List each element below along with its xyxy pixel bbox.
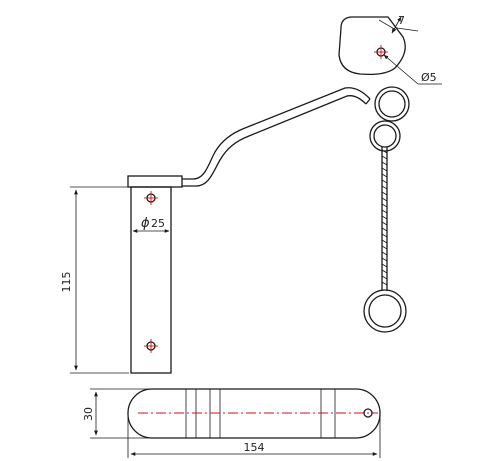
diameter-symbol: ϕ	[141, 216, 150, 231]
pin-front-view	[127, 175, 183, 374]
length-label: 154	[244, 441, 265, 454]
width-dimension: 30	[82, 388, 150, 439]
diameter-label: 25	[151, 217, 165, 230]
height-label: 115	[60, 272, 73, 293]
offset-label: 7	[398, 14, 405, 27]
cross-hole-bottom	[144, 339, 158, 353]
height-dimension: 115	[60, 186, 129, 374]
chain	[381, 147, 388, 291]
bent-handle	[182, 87, 371, 187]
detail-view: 7 Ø5	[338, 14, 442, 85]
cross-hole-top	[144, 191, 158, 205]
ring-middle	[369, 120, 401, 152]
top-view-body	[127, 388, 381, 439]
ring-upper	[374, 86, 410, 122]
hole-diameter-label: Ø5	[421, 71, 437, 84]
pin-collar	[127, 175, 183, 188]
diameter-dimension: ϕ 25	[132, 216, 170, 233]
pin-top-view	[127, 388, 381, 439]
length-dimension: 154	[127, 414, 381, 458]
ring-lower	[363, 289, 407, 333]
width-label: 30	[82, 407, 95, 421]
